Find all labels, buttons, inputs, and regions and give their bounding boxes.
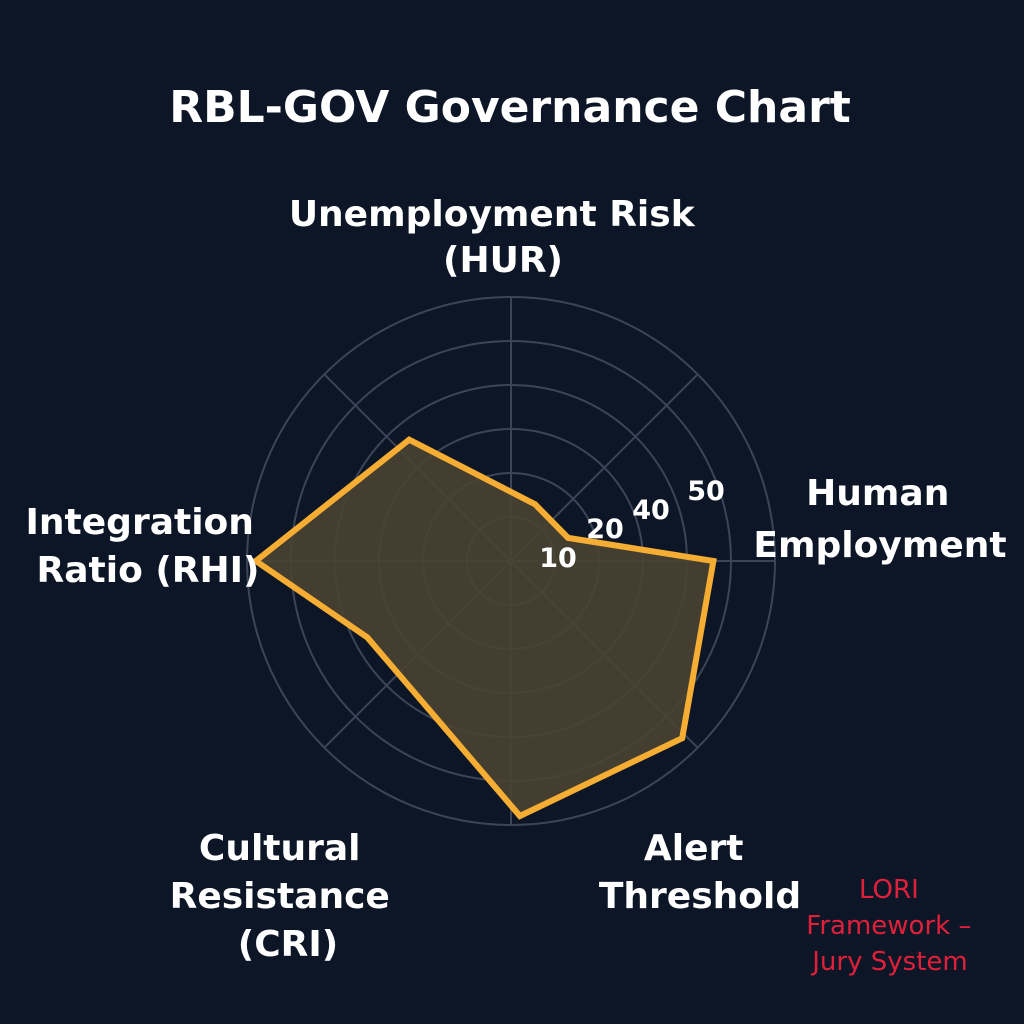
axis-label-hur: Unemployment Risk (HUR) [289, 194, 707, 281]
radar-series [250, 436, 717, 820]
series-vertex-6 [710, 558, 717, 564]
series-vertex-3 [364, 634, 371, 641]
tick-label-50: 50 [687, 476, 725, 507]
series-vertex-4 [516, 813, 523, 819]
axis-label-cri: Cultural Resistance (CRI) [170, 828, 403, 965]
series-vertex-0 [532, 501, 539, 508]
series-vertex-7 [565, 534, 572, 541]
chart-title: RBL-GOV Governance Chart [169, 82, 851, 133]
axis-label-rhi: Integration Ratio (RHI) [26, 502, 267, 591]
axis-label-alert-threshold: Alert Threshold [599, 828, 801, 917]
footnote-lori: LORI Framework – Jury System [806, 875, 979, 977]
series-vertex-1 [406, 436, 413, 443]
tick-label-20: 20 [586, 514, 624, 545]
series-vertex-5 [679, 735, 686, 742]
tick-label-40: 40 [632, 495, 670, 526]
tick-label-10: 10 [539, 543, 577, 574]
series-vertex-2 [252, 558, 259, 564]
axis-label-human-employment: Human Employment [753, 473, 1006, 566]
